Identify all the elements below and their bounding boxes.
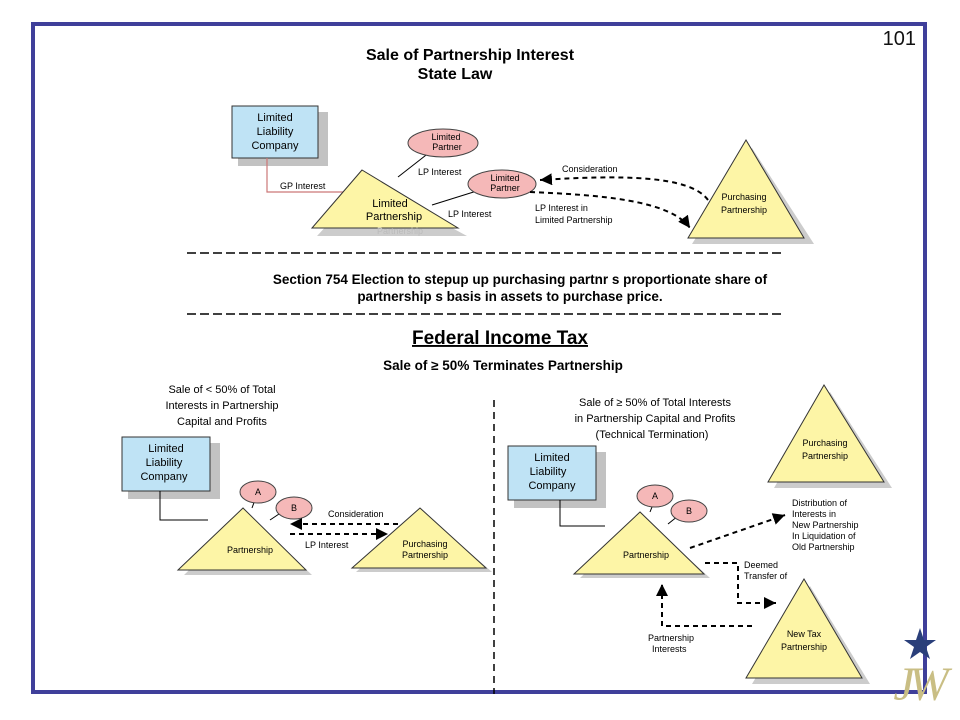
right-purchasing-triangle: Purchasing Partnership (767, 384, 892, 488)
federal-heading: Federal Income Tax (412, 328, 588, 349)
top-lp-interest-in-line2: Limited Partnership (535, 215, 613, 225)
left-llc-line1: Limited (148, 443, 183, 455)
top-partner2-line2: Partner (490, 183, 520, 193)
partnership-interests-line1: Partnership (648, 633, 694, 643)
distribution-line4: In Liquidation of (792, 531, 856, 541)
left-llc-box: Limited Liability Company (121, 436, 220, 499)
right-llc-connector (559, 500, 605, 527)
lp-interest-label-2: LP Interest (448, 209, 492, 219)
distribution-line3: New Partnership (792, 520, 859, 530)
top-llc-box: Limited Liability Company (231, 105, 328, 166)
right-llc-box: Limited Liability Company (507, 445, 606, 508)
distribution-line5: Old Partnership (792, 542, 855, 552)
top-partner1-line1: Limited (431, 132, 460, 142)
right-partner-a-oval (636, 484, 674, 508)
partnership-interests-arrow (656, 584, 752, 627)
right-new-tax-triangle: New Tax Partnership (745, 578, 870, 684)
left-lp-interest-label: LP Interest (305, 540, 349, 550)
left-purchasing-line2: Partnership (402, 550, 448, 560)
lp-interest-line-1 (397, 151, 431, 178)
lp-interest-label-1: LP Interest (418, 167, 462, 177)
top-purchasing-line1: Purchasing (721, 192, 766, 202)
right-caption-line2: in Partnership Capital and Profits (575, 413, 736, 425)
federal-subheading: Sale of ≥ 50% Terminates Partnership (383, 358, 623, 373)
top-llc-line1: Limited (257, 112, 292, 124)
left-llc-line2: Liability (146, 457, 183, 469)
top-partner2-line1: Limited (490, 173, 519, 183)
deemed-line2: Transfer of (744, 571, 788, 581)
right-purchasing-line1: Purchasing (802, 438, 847, 448)
left-llc-line3: Company (140, 471, 188, 483)
section754-line2: partnership s basis in assets to purchas… (357, 289, 662, 304)
left-partnership-triangle: Partnership (176, 507, 312, 575)
top-partner-oval-1 (407, 128, 479, 158)
logo-text: JW (893, 658, 952, 711)
top-llc-line2: Liability (257, 126, 294, 138)
slide-frame (31, 22, 927, 694)
left-consideration-label: Consideration (328, 509, 384, 519)
distribution-arrow (689, 513, 786, 549)
star-icon (904, 628, 936, 659)
gp-interest-label: GP Interest (280, 181, 326, 191)
top-lp-interest-in-line1: LP Interest in (535, 203, 588, 213)
left-partnership-label: Partnership (227, 545, 273, 555)
top-lp-line2: Partnership (366, 211, 422, 223)
section754-line1: Section 754 Election to stepup up purcha… (273, 272, 768, 287)
top-limited-partnership-triangle: Limited Partnership Partnership (310, 169, 467, 236)
top-purchasing-line2: Partnership (721, 205, 767, 215)
left-llc-connector (159, 491, 208, 521)
right-partner-b-label: B (686, 506, 692, 516)
right-partner-b-oval (670, 499, 708, 523)
partnership-interests-line2: Interests (652, 644, 687, 654)
left-caption-line3: Capital and Profits (177, 416, 267, 428)
distribution-line1: Distribution of (792, 498, 848, 508)
top-purchasing-triangle: Purchasing Partnership (687, 139, 814, 244)
right-caption-line1: Sale of ≥ 50% of Total Interests (579, 397, 731, 409)
right-purchasing-line2: Partnership (802, 451, 848, 461)
top-subtitle: State Law (418, 66, 493, 83)
top-lp-line1: Limited (372, 198, 407, 210)
top-title: Sale of Partnership Interest (366, 47, 575, 64)
right-partnership-triangle: Partnership (572, 511, 710, 578)
top-consideration-arrow (539, 173, 709, 201)
right-caption-line3: (Technical Termination) (596, 429, 709, 441)
left-partner-a-label: A (255, 487, 261, 497)
top-lp-ghost-label: Partnership (377, 226, 423, 236)
top-partner-oval-2 (467, 169, 537, 199)
right-partnership-label: Partnership (623, 550, 669, 560)
right-llc-line2: Liability (530, 466, 567, 478)
gp-interest-line (266, 158, 353, 193)
right-llc-line3: Company (528, 480, 576, 492)
page-number: 101 (882, 28, 916, 50)
jw-logo: JW (893, 628, 959, 711)
right-llc-line1: Limited (534, 452, 569, 464)
deemed-line1: Deemed (744, 560, 778, 570)
top-lp-interest-arrow (529, 191, 691, 229)
distribution-line2: Interests in (792, 509, 836, 519)
top-partner1-line2: Partner (432, 142, 462, 152)
left-caption-line1: Sale of < 50% of Total (168, 384, 275, 396)
left-partner-a-oval (239, 480, 277, 504)
deemed-transfer-arrow (705, 562, 776, 609)
left-caption-line2: Interests in Partnership (165, 400, 278, 412)
top-llc-line3: Company (251, 140, 299, 152)
top-consideration-label: Consideration (562, 164, 618, 174)
right-partner-a-label: A (652, 491, 658, 501)
right-new-tax-line2: Partnership (781, 642, 827, 652)
lp-interest-line-2 (431, 189, 481, 206)
right-new-tax-line1: New Tax (787, 629, 822, 639)
left-purchasing-line1: Purchasing (402, 539, 447, 549)
left-partner-b-label: B (291, 503, 297, 513)
